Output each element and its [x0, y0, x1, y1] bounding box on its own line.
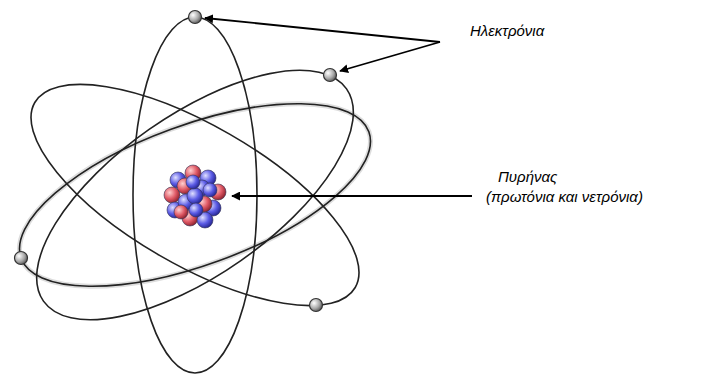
electron-label: Ηλεκτρόνια [470, 22, 544, 40]
leader-arrow [205, 18, 440, 42]
orbit [0, 66, 393, 324]
leader-arrow [340, 42, 440, 71]
leader-arrow [232, 195, 472, 197]
nucleus-label: Πυρήνας [498, 168, 557, 186]
electron [310, 299, 323, 312]
electron [189, 11, 202, 24]
orbit [0, 42, 390, 348]
orbits [0, 17, 393, 373]
electrons [15, 11, 337, 312]
electron [15, 252, 28, 265]
leader-lines [205, 18, 472, 196]
electron [324, 69, 337, 82]
orbit [133, 17, 257, 373]
nucleus [164, 165, 226, 228]
orbit-shadow [0, 66, 393, 324]
orbit [0, 23, 392, 366]
nucleus-label: (πρωτόνια και νετρόνια) [486, 188, 643, 206]
